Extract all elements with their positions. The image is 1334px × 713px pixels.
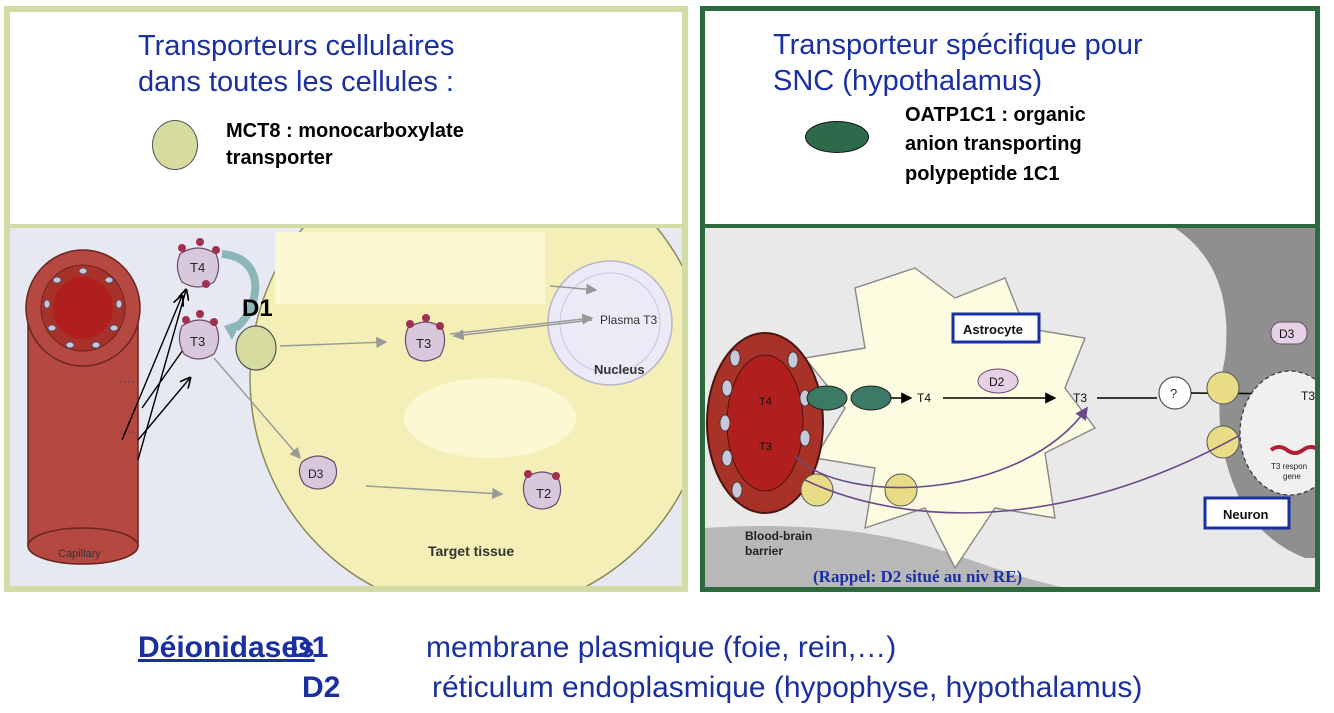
- astrocyte: [803, 267, 1097, 570]
- t2-label: T2: [536, 486, 551, 501]
- cns-transport-diagram: Astrocyte T4 T3 Blood-brain barrier T4 D…: [705, 228, 1315, 587]
- t3-astro-label: T3: [1073, 391, 1087, 405]
- astrocyte-label: Astrocyte: [963, 322, 1023, 337]
- t3-label-inside: T3: [416, 336, 431, 351]
- question-label: ?: [1170, 386, 1177, 401]
- oatp1c1-transporter-1: [806, 385, 848, 411]
- t4-molecule: T4: [176, 238, 220, 288]
- t3-neuron-label: T3: [1301, 389, 1315, 403]
- t4-astro-label: T4: [917, 391, 931, 405]
- d1-description: membrane plasmique (foie, rein,…): [426, 631, 897, 664]
- oatp1c1-legend-line1: OATP1C1 : organic: [905, 104, 1086, 126]
- bbb-label-line2: barrier: [745, 544, 783, 558]
- mct8-legend-icon: [152, 120, 198, 170]
- neuron-label: Neuron: [1223, 507, 1269, 522]
- mct8-legend-line2: transporter: [226, 147, 333, 169]
- target-tissue-label: Target tissue: [428, 543, 514, 559]
- oatp1c1-legend-line3: polypeptide 1C1: [905, 163, 1060, 185]
- t4-label: T4: [190, 260, 205, 275]
- left-legend-panel: Transporteurs cellulaires dans toutes le…: [4, 6, 688, 224]
- d3-neuron-label: D3: [1279, 327, 1295, 341]
- mct8-legend-line1: MCT8 : monocarboxylate: [226, 120, 464, 142]
- t3-vessel-label: T3: [759, 441, 772, 453]
- thyroid-transport-diagram: Capillary T4 D1 T3: [25, 228, 682, 586]
- left-title-line1: Transporteurs cellulaires: [138, 30, 455, 62]
- d2-label: D2: [989, 375, 1005, 389]
- t4-vessel-label: T4: [759, 396, 772, 408]
- d3-label: D3: [308, 467, 324, 481]
- deionidases-title: Déionidases: [138, 631, 315, 664]
- oatp1c1-legend-icon: [805, 121, 869, 153]
- right-title-line1: Transporteur spécifique pour: [773, 29, 1143, 61]
- left-diagram-panel: Capillary T4 D1 T3: [4, 224, 688, 592]
- d3-enzyme: D3: [298, 455, 338, 490]
- t2-molecule: T2: [522, 470, 562, 510]
- right-legend-panel: Transporteur spécifique pour SNC (hypoth…: [700, 6, 1320, 226]
- t3-molecule-inside: T3: [404, 314, 446, 362]
- d1-code: D1: [290, 631, 329, 664]
- d2-description: réticulum endoplasmique (hypophyse, hypo…: [432, 671, 1143, 704]
- d1-label: D1: [242, 295, 273, 322]
- plasma-t3-label: Plasma T3: [600, 313, 657, 327]
- mct8-transporter-r4: [884, 473, 918, 507]
- right-diagram-panel: Astrocyte T4 T3 Blood-brain barrier T4 D…: [700, 224, 1320, 592]
- oatp1c1-legend-line2: anion transporting: [905, 133, 1082, 155]
- t3-gene-line2: gene: [1283, 472, 1301, 481]
- left-title-line2: dans toutes les cellules :: [138, 66, 454, 98]
- capillary-label: Capillary: [58, 548, 101, 560]
- t3-molecule-outside: T3: [178, 310, 220, 360]
- t3-gene-line1: T3 respon: [1271, 462, 1307, 471]
- bbb-label-line1: Blood-brain: [745, 529, 812, 543]
- t3-label-outside: T3: [190, 334, 205, 349]
- d2-code: D2: [302, 671, 341, 704]
- nucleus-label: Nucleus: [594, 362, 645, 377]
- mct8-transporter: [235, 325, 277, 371]
- oatp1c1-transporter-2: [850, 385, 892, 411]
- rappel-note: (Rappel: D2 situé au niv RE): [813, 567, 1022, 586]
- mct8-transporter-r1: [1206, 371, 1240, 405]
- deionidases-d1-line: Déionidases: [138, 630, 315, 666]
- right-title-line2: SNC (hypothalamus): [773, 65, 1043, 97]
- mct8-transporter-r2: [1206, 425, 1240, 459]
